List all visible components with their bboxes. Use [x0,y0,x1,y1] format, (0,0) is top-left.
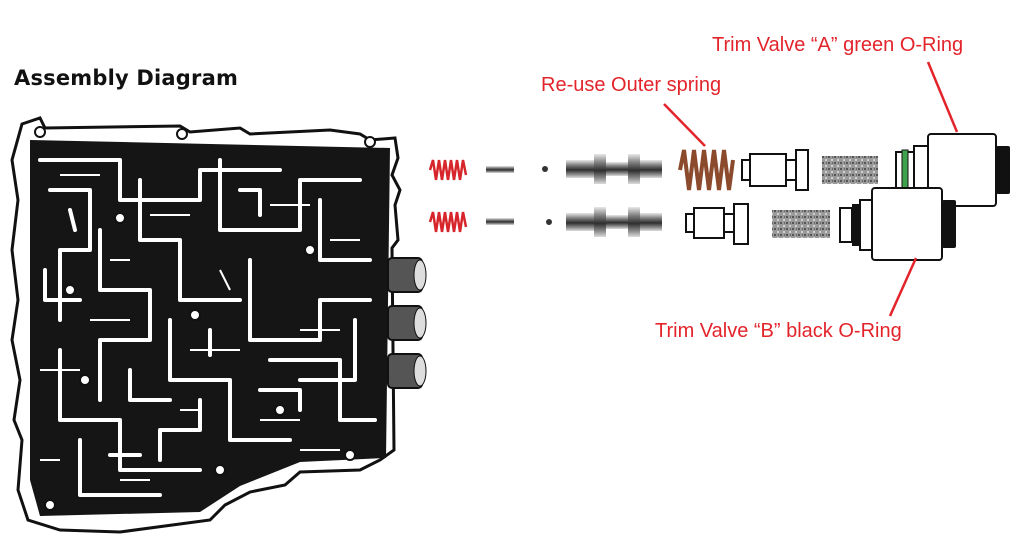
solenoid-bores [387,257,427,389]
oil-channels [38,158,377,497]
leader-outer-spring [663,103,706,147]
diagram-title: Assembly Diagram [14,66,239,90]
spacer-rod-b [486,218,514,225]
trim-valve-spool-a [566,154,662,184]
bolt-holes [34,126,376,511]
leader-lines [663,61,959,317]
valve-body-plate [10,116,427,534]
callout-trim-valve-a: Trim Valve “A” green O-Ring [712,34,964,56]
fine-channels [40,174,360,481]
trim-valve-a-stack [428,133,1010,207]
trim-valve-sleeve-b [685,203,749,245]
leader-trim-valve-a [926,61,959,133]
green-o-ring [901,149,909,191]
callout-trim-valve-b: Trim Valve “B” black O-Ring [655,320,902,342]
callout-outer-spring: Re-use Outer spring [541,74,722,96]
check-ball-b [546,219,552,225]
leader-trim-valve-b [888,257,918,317]
inner-spring-b [428,211,468,233]
solenoid-b [839,187,956,261]
black-o-ring [852,204,860,246]
outer-spring [678,149,735,191]
inner-spring-a [428,159,468,181]
spacer-rod-a [486,166,514,173]
trim-valve-spool-b [566,207,662,237]
filter-screen-a [822,156,878,184]
solenoid-a [895,133,1010,207]
check-ball-a [542,166,548,172]
filter-screen-b [772,210,830,238]
trim-valve-sleeve-a [741,149,809,191]
trim-valve-b-stack [428,187,956,261]
